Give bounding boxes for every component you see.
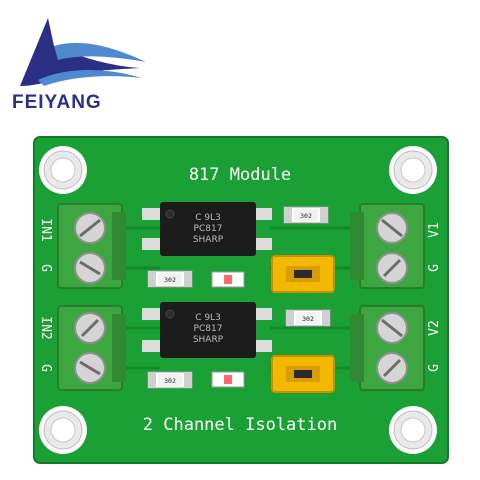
terminal-block-in1 bbox=[57, 203, 126, 289]
label-g-left-1: G bbox=[38, 264, 53, 272]
label-g-left-2: G bbox=[38, 364, 53, 372]
jumper-1 bbox=[271, 255, 335, 293]
mounting-hole-br bbox=[389, 406, 437, 454]
chip-1-line-1: C 9L3 bbox=[195, 213, 221, 223]
board-footer: 2 Channel Isolation bbox=[143, 415, 337, 435]
optocoupler-chip-2: C 9L3 PC817 SHARP bbox=[142, 302, 272, 358]
feiyang-logo-icon bbox=[20, 18, 146, 86]
label-in1: IN1 bbox=[38, 218, 53, 241]
label-g-right-1: G bbox=[427, 264, 442, 272]
jumper-2 bbox=[271, 355, 335, 393]
mounting-hole-tr bbox=[389, 146, 437, 194]
led-2 bbox=[211, 371, 245, 388]
chip-1-line-2: PC817 bbox=[194, 224, 223, 234]
brand-name: FEIYANG bbox=[12, 92, 102, 113]
resistor-2: 302 bbox=[147, 270, 193, 288]
label-v2: V2 bbox=[427, 320, 442, 336]
chip-2-line-2: PC817 bbox=[194, 324, 223, 334]
label-in2: IN2 bbox=[38, 316, 53, 339]
label-v1: V1 bbox=[427, 222, 442, 238]
led-1 bbox=[211, 271, 245, 288]
resistor-1-code: 302 bbox=[300, 212, 312, 220]
board-title: 817 Module bbox=[189, 165, 291, 185]
resistor-3: 302 bbox=[285, 309, 331, 327]
chip-2-line-3: SHARP bbox=[193, 335, 224, 345]
mounting-hole-tl bbox=[39, 146, 87, 194]
resistor-3-code: 302 bbox=[302, 315, 314, 323]
chip-1-line-3: SHARP bbox=[193, 235, 224, 245]
terminal-block-in2 bbox=[57, 305, 126, 391]
mounting-hole-bl bbox=[39, 406, 87, 454]
resistor-4: 302 bbox=[147, 371, 193, 389]
resistor-1: 302 bbox=[283, 206, 329, 224]
terminal-block-v1 bbox=[350, 203, 425, 289]
optocoupler-chip-1: C 9L3 PC817 SHARP bbox=[142, 202, 272, 256]
chip-2-line-1: C 9L3 bbox=[195, 313, 221, 323]
resistor-4-code: 302 bbox=[164, 377, 176, 385]
label-g-right-2: G bbox=[427, 364, 442, 372]
terminal-block-v2 bbox=[350, 305, 425, 391]
resistor-2-code: 302 bbox=[164, 276, 176, 284]
